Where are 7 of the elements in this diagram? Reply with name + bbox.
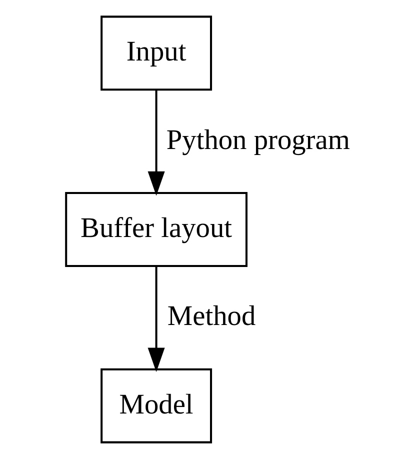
arrow (147, 266, 164, 372)
arrow (147, 90, 164, 196)
edge-label: Python program (166, 124, 350, 156)
node-box: Buffer layout (64, 192, 247, 267)
edge-label: Method (166, 301, 256, 332)
node-box: Model (100, 368, 212, 444)
node-box: Input (100, 16, 212, 91)
